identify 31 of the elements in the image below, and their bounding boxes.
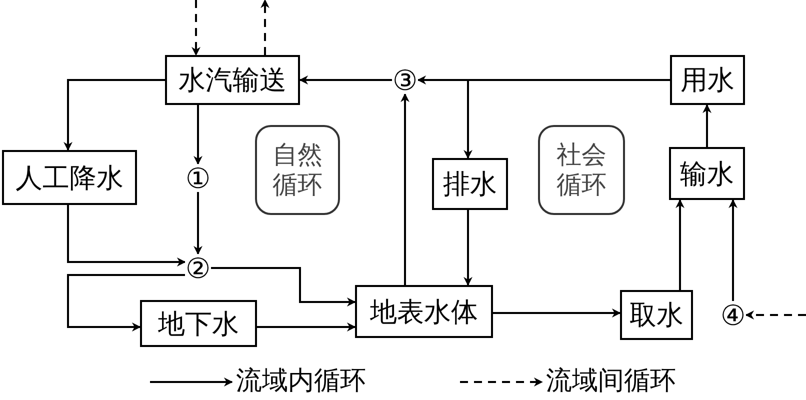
arrow (676, 199, 684, 290)
circled-number: ③ (392, 66, 418, 94)
arrow (400, 93, 410, 285)
arrow (464, 79, 670, 159)
process-box: 水汽输送 (165, 55, 300, 105)
process-box: 用水 (670, 55, 745, 105)
arrow (211, 267, 356, 306)
arrow (745, 310, 806, 320)
process-box: 输水 (669, 147, 745, 200)
process-box: 地下水 (140, 300, 257, 347)
arrow (493, 308, 621, 318)
cycle-label-box: 自然循环 (255, 125, 340, 215)
process-box: 排水 (432, 158, 508, 210)
arrow (257, 322, 356, 332)
arrow (194, 192, 202, 255)
arrow (702, 104, 712, 147)
process-box: 人工降水 (2, 150, 137, 205)
process-box: 取水 (620, 290, 693, 340)
arrow (464, 210, 472, 286)
arrow (192, 0, 200, 56)
legend-label: 流域间循环 (546, 365, 676, 398)
arrow (194, 105, 202, 165)
process-box: 地表水体 (355, 285, 493, 338)
arrow (299, 76, 392, 84)
arrow (260, 0, 270, 55)
arrow (67, 205, 186, 266)
cycle-label-box: 社会循环 (538, 125, 625, 215)
arrow (728, 199, 738, 301)
legend-label: 流域内循环 (236, 365, 366, 398)
arrow (64, 79, 165, 151)
arrow (67, 274, 185, 332)
